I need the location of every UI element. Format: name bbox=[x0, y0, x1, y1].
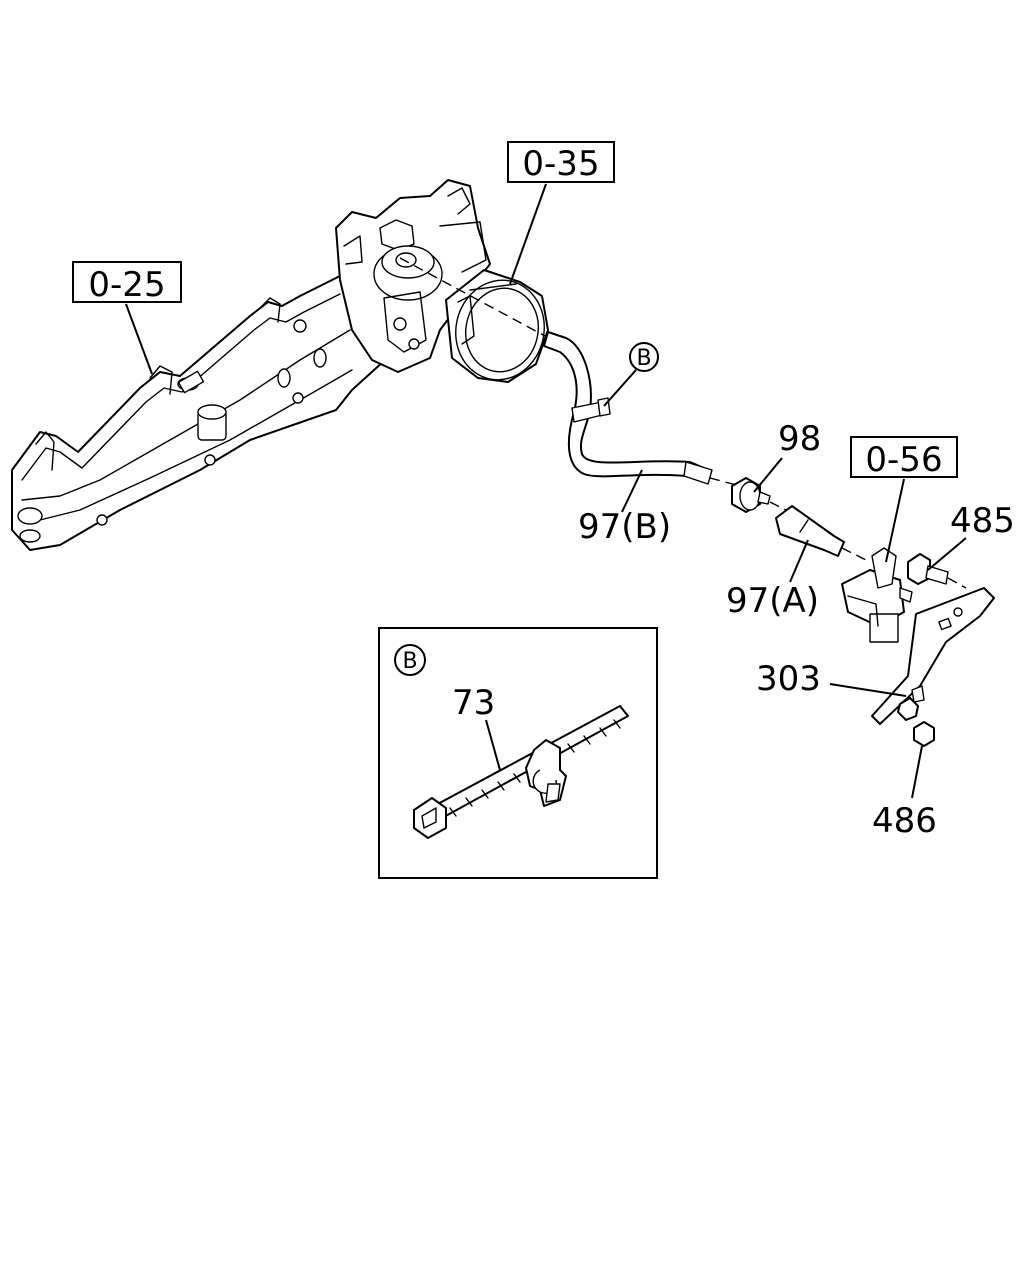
leader-485 bbox=[927, 537, 967, 571]
detail-b-inset: B 73 bbox=[378, 627, 658, 879]
intake-manifold bbox=[11, 275, 386, 551]
leader-0-35 bbox=[509, 183, 547, 285]
hose-centerline-3 bbox=[841, 547, 867, 561]
bolt-centerline bbox=[947, 577, 967, 589]
callout-98: 98 bbox=[778, 419, 821, 459]
callout-97b: 97(B) bbox=[578, 507, 671, 547]
ref-label-0-35: 0-35 bbox=[522, 144, 599, 184]
ref-box-0-56[interactable]: 0-56 bbox=[850, 436, 958, 480]
callout-97a: 97(A) bbox=[726, 581, 819, 621]
check-valve-98 bbox=[731, 477, 771, 513]
detail-marker-b[interactable]: B bbox=[629, 342, 659, 372]
callout-73: 73 bbox=[452, 683, 495, 723]
egr-centerline bbox=[399, 257, 546, 337]
cable-tie-73 bbox=[413, 705, 629, 839]
detail-marker-label: B bbox=[636, 346, 651, 371]
inset-marker-label: B bbox=[402, 649, 417, 674]
callout-485: 485 bbox=[950, 501, 1015, 541]
ref-box-0-25[interactable]: 0-25 bbox=[72, 261, 182, 305]
ref-box-0-35[interactable]: 0-35 bbox=[507, 141, 615, 184]
ref-label-0-25: 0-25 bbox=[88, 265, 165, 305]
bracket-303 bbox=[871, 587, 995, 725]
bolt-485 bbox=[907, 553, 949, 585]
leader-0-25 bbox=[125, 303, 153, 375]
leader-73 bbox=[485, 719, 501, 771]
callout-303: 303 bbox=[756, 659, 821, 699]
vacuum-hose-97b bbox=[543, 331, 713, 485]
vacuum-hose-97a bbox=[775, 505, 845, 557]
leader-486 bbox=[911, 745, 923, 799]
vsv-solenoid bbox=[841, 547, 913, 643]
leader-97a bbox=[789, 539, 809, 583]
nut-486 bbox=[897, 697, 935, 747]
ref-label-0-56: 0-56 bbox=[865, 440, 942, 480]
egr-valve-assembly bbox=[335, 179, 549, 383]
inset-marker-b: B bbox=[394, 644, 426, 676]
callout-486: 486 bbox=[872, 801, 937, 841]
leader-98 bbox=[753, 457, 783, 493]
leader-b bbox=[603, 369, 637, 407]
leader-97b bbox=[621, 469, 643, 513]
leader-303 bbox=[829, 683, 907, 697]
leader-0-56 bbox=[885, 478, 905, 563]
